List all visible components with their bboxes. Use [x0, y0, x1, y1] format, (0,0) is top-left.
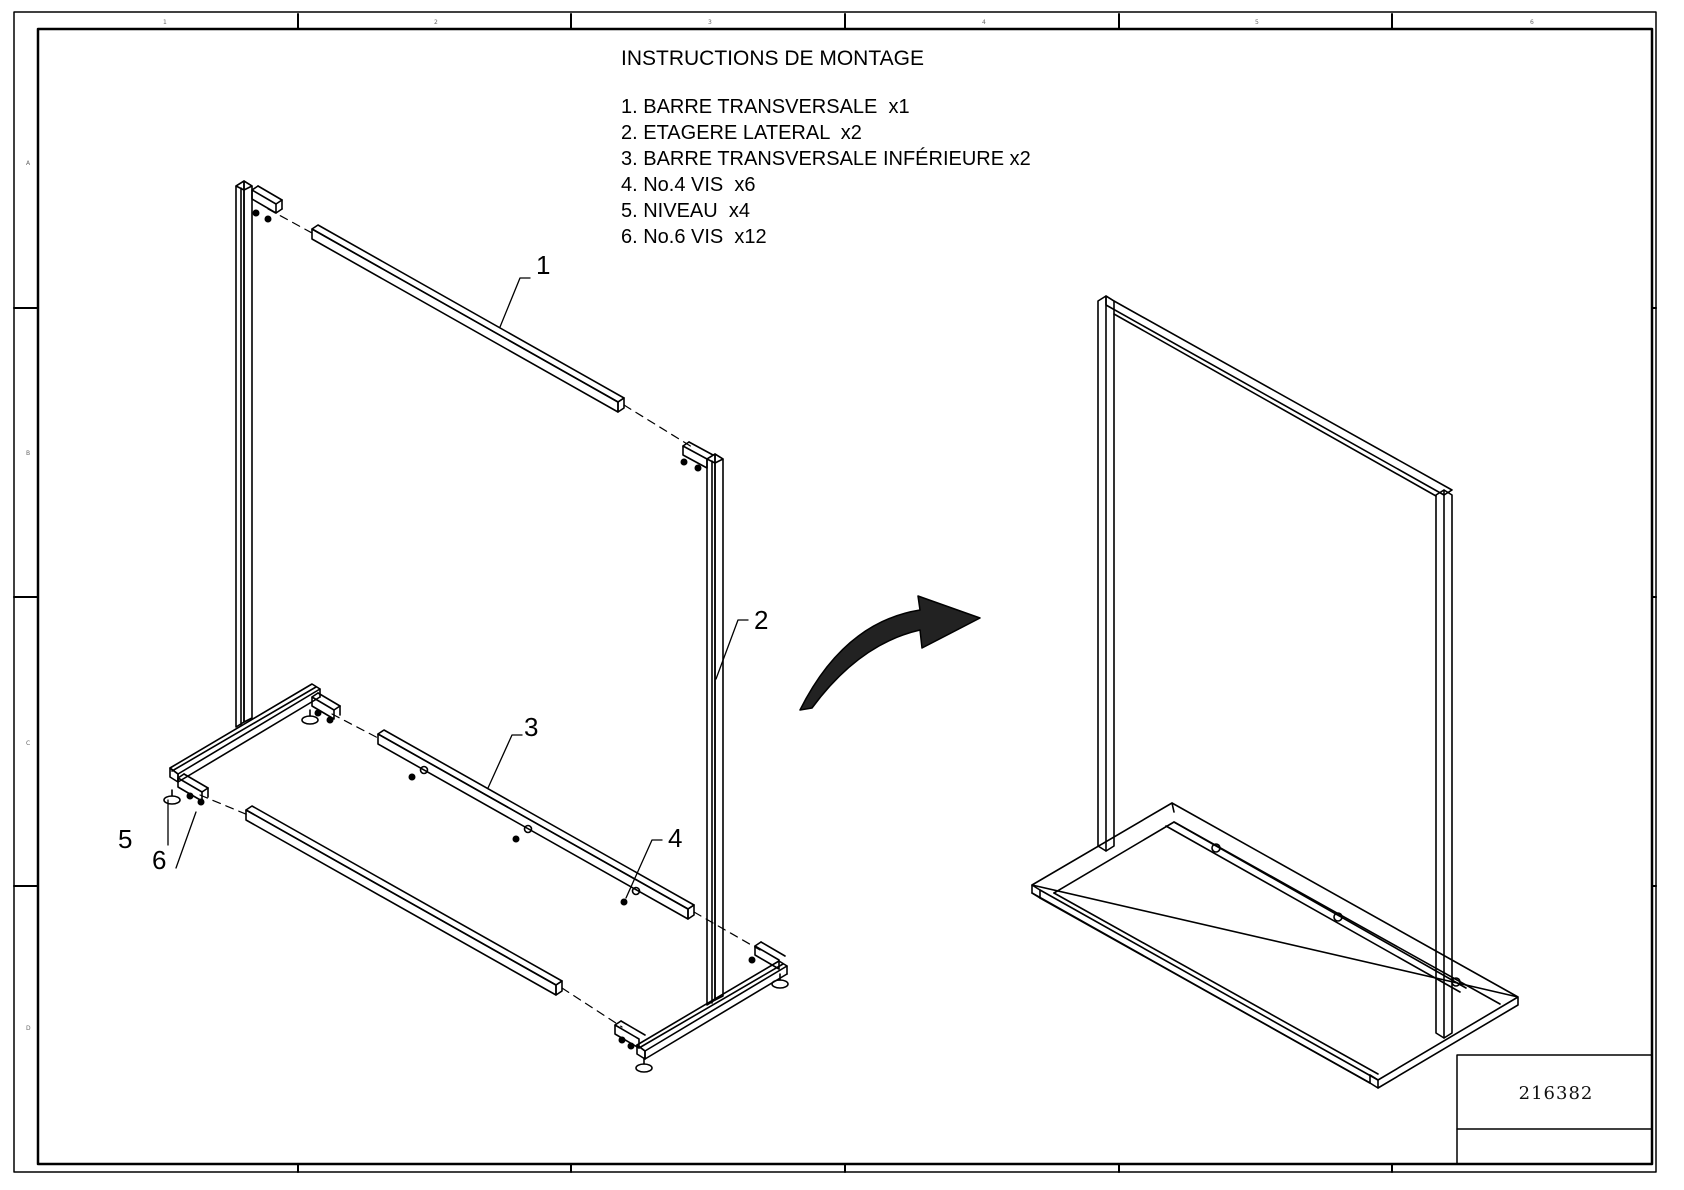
- assembly-guide-lines: [199, 208, 761, 1028]
- zone-col-5: 5: [1255, 19, 1259, 26]
- assembled-view: [1031, 295, 1519, 1089]
- part-list-item: 4. No.4 VIS x6: [621, 174, 756, 196]
- bracket-top-left: [251, 185, 283, 214]
- lower-crossbar-rear: [377, 729, 695, 920]
- part-list-item: 6. No.6 VIS x12: [621, 226, 767, 248]
- zone-row-c: C: [26, 740, 30, 747]
- assembled-base-frame: [1031, 802, 1519, 1089]
- exploded-assembly-view: [163, 180, 789, 1073]
- side-frame-right-base: [636, 960, 788, 1060]
- part-list-item: 5. NIVEAU x4: [621, 200, 750, 222]
- part-list-item: 1. BARRE TRANSVERSALE x1: [621, 96, 910, 118]
- part-list-item: 3. BARRE TRANSVERSALE INFÉRIEURE x2: [621, 148, 1031, 170]
- bracket-base-right-rear: [754, 941, 786, 970]
- bracket-top-right: [682, 441, 714, 469]
- callout-part-3: 3: [524, 712, 539, 742]
- zone-col-3: 3: [708, 19, 712, 26]
- bracket-base-right-front: [614, 1020, 646, 1049]
- levelers: [163, 709, 789, 1073]
- callout-part-4: 4: [668, 823, 683, 853]
- parts-list: 1. BARRE TRANSVERSALE x1 2. ETAGERE LATE…: [621, 94, 1031, 250]
- zone-col-1: 1: [163, 19, 167, 26]
- callout-part-2: 2: [754, 605, 769, 635]
- assembly-instructions: INSTRUCTIONS DE MONTAGE 1. BARRE TRANSVE…: [621, 46, 1031, 250]
- part-list-item: 2. ETAGERE LATERAL x2: [621, 122, 862, 144]
- side-frame-left-base: [169, 683, 321, 783]
- callout-part-5: 5: [118, 824, 133, 854]
- instructions-title: INSTRUCTIONS DE MONTAGE: [621, 47, 924, 70]
- outer-border: [13, 11, 1657, 1173]
- zone-row-b: B: [26, 450, 30, 457]
- zone-col-6: 6: [1530, 19, 1534, 26]
- assembly-direction-arrow: [799, 595, 981, 711]
- zone-row-d: D: [26, 1025, 31, 1032]
- zone-col-2: 2: [434, 19, 438, 26]
- zone-labels: 1 2 3 4 5 6 A B C D: [26, 19, 1534, 1032]
- lower-crossbar-front: [245, 805, 563, 996]
- screws: [186, 209, 756, 1050]
- zone-col-4: 4: [982, 19, 986, 26]
- side-frame-right-upright: [706, 453, 724, 1006]
- zone-ticks: [13, 13, 1657, 1173]
- bracket-base-left-rear: [311, 692, 341, 720]
- zone-row-a: A: [26, 160, 31, 167]
- part-number: 216382: [1518, 1083, 1594, 1104]
- top-crossbar: [311, 224, 625, 413]
- side-frame-left-upright: [235, 180, 253, 728]
- callout-part-6: 6: [152, 845, 167, 875]
- assembled-top-bar: [1105, 295, 1453, 496]
- callout-part-1: 1: [536, 250, 551, 280]
- title-block: [1456, 1054, 1653, 1165]
- callout-leaders: [167, 277, 749, 899]
- bracket-base-left-front: [177, 773, 209, 802]
